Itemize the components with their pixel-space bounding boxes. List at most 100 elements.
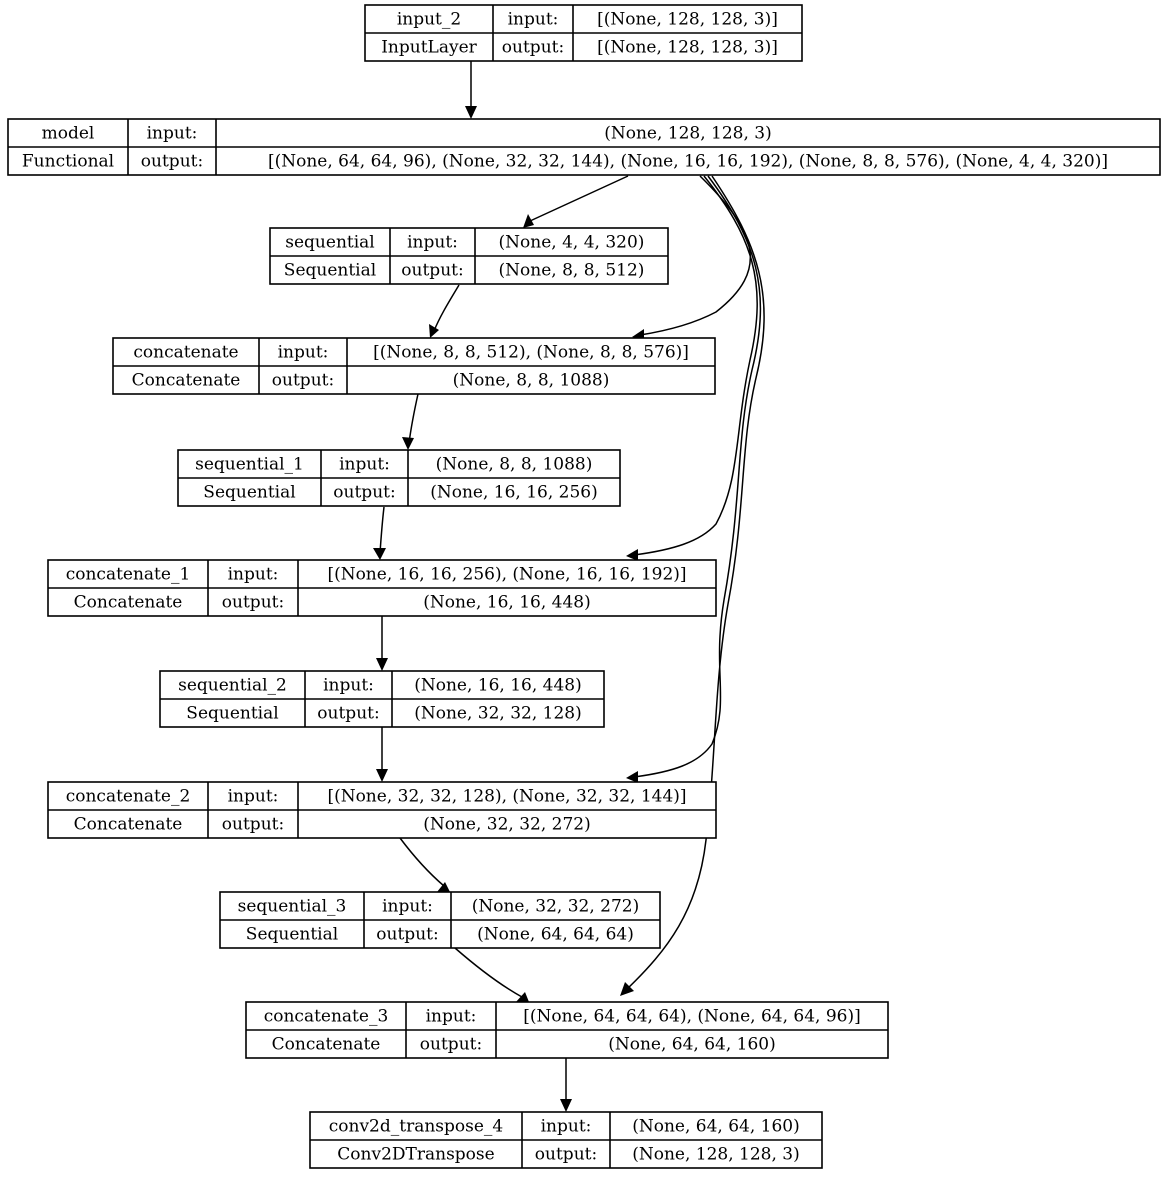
node-layer-name: concatenate xyxy=(133,343,238,363)
arrowhead-icon xyxy=(429,324,439,338)
node-input-shape: (None, 16, 16, 448) xyxy=(414,676,582,696)
node-output-shape: (None, 32, 32, 128) xyxy=(414,704,582,724)
graph-edge xyxy=(429,284,460,338)
node-layer-type: Concatenate xyxy=(74,815,183,835)
node-output-shape: (None, 32, 32, 272) xyxy=(423,815,591,835)
node-output-shape: [(None, 128, 128, 3)] xyxy=(597,38,778,58)
node-layer-name: sequential_2 xyxy=(178,676,287,696)
node-output-shape: (None, 64, 64, 64) xyxy=(477,925,634,945)
arrowhead-icon xyxy=(402,437,414,450)
node-input-label: input: xyxy=(407,233,458,253)
node-output-label: output: xyxy=(222,593,284,613)
node-input-label: input: xyxy=(541,1117,592,1137)
node-input-shape: (None, 64, 64, 160) xyxy=(632,1117,800,1137)
node-input-label: input: xyxy=(278,343,329,363)
arrowhead-icon xyxy=(523,214,534,228)
graph-edge xyxy=(465,61,477,119)
node-layer-type: Sequential xyxy=(246,925,338,945)
node-layer-name: sequential_1 xyxy=(195,455,304,475)
arrowhead-icon xyxy=(620,982,634,996)
node-output-shape: (None, 16, 16, 256) xyxy=(430,483,598,503)
graph-edge xyxy=(399,837,450,892)
node-layer-type: Sequential xyxy=(203,483,295,503)
node-layer-type: Concatenate xyxy=(272,1035,381,1055)
arrowhead-icon xyxy=(376,658,388,671)
node-layer-name: concatenate_1 xyxy=(66,565,191,585)
layer-node[interactable]: conv2d_transpose_4Conv2DTransposeinput:o… xyxy=(309,1111,823,1169)
graph-edge xyxy=(373,506,386,560)
node-layer-type: Concatenate xyxy=(74,593,183,613)
node-output-label: output: xyxy=(272,371,334,391)
node-layer-name: input_2 xyxy=(397,10,461,30)
node-input-label: input: xyxy=(228,787,279,807)
graph-edge xyxy=(523,175,629,228)
node-input-label: input: xyxy=(508,10,559,30)
node-output-label: output: xyxy=(333,483,395,503)
node-output-label: output: xyxy=(222,815,284,835)
node-output-shape: (None, 8, 8, 512) xyxy=(499,261,645,281)
graph-edge xyxy=(376,727,388,782)
arrowhead-icon xyxy=(376,769,388,782)
node-output-shape: (None, 128, 128, 3) xyxy=(632,1145,800,1165)
node-input-shape: (None, 8, 8, 1088) xyxy=(436,455,593,475)
node-input-shape: (None, 4, 4, 320) xyxy=(499,233,645,253)
node-layer-name: sequential xyxy=(285,233,374,253)
node-layer-name: model xyxy=(42,124,95,144)
node-input-shape: [(None, 32, 32, 128), (None, 32, 32, 144… xyxy=(327,787,686,807)
node-input-shape: [(None, 8, 8, 512), (None, 8, 8, 576)] xyxy=(373,343,689,363)
arrowhead-icon xyxy=(373,548,386,560)
node-input-shape: [(None, 16, 16, 256), (None, 16, 16, 192… xyxy=(327,565,686,585)
node-layer-name: concatenate_3 xyxy=(264,1007,389,1027)
arrowhead-icon xyxy=(626,771,638,783)
node-output-label: output: xyxy=(141,152,203,172)
node-layer-name: concatenate_2 xyxy=(66,787,191,807)
node-output-shape: (None, 16, 16, 448) xyxy=(423,593,591,613)
graph-edge xyxy=(376,616,388,671)
node-layer-type: Concatenate xyxy=(132,371,241,391)
graph-edge xyxy=(454,947,529,1003)
graph-edge xyxy=(620,175,765,996)
arrowhead-icon xyxy=(437,882,450,892)
node-layer-type: Sequential xyxy=(186,704,278,724)
node-input-label: input: xyxy=(323,676,374,696)
node-output-shape: (None, 8, 8, 1088) xyxy=(453,371,610,391)
node-layer-name: conv2d_transpose_4 xyxy=(329,1117,504,1137)
node-output-label: output: xyxy=(401,261,463,281)
node-input-label: input: xyxy=(228,565,279,585)
edges-layer xyxy=(373,61,765,1112)
arrowhead-icon xyxy=(560,1099,572,1112)
graph-edge xyxy=(626,175,762,783)
node-output-shape: [(None, 64, 64, 96), (None, 32, 32, 144)… xyxy=(268,152,1108,172)
node-output-label: output: xyxy=(376,925,438,945)
node-input-shape: (None, 32, 32, 272) xyxy=(472,897,640,917)
arrowhead-icon xyxy=(626,549,638,561)
node-input-shape: (None, 128, 128, 3) xyxy=(604,124,772,144)
node-layer-name: sequential_3 xyxy=(238,897,347,917)
graph-edge xyxy=(626,175,758,561)
node-input-label: input: xyxy=(426,1007,477,1027)
node-input-label: input: xyxy=(147,124,198,144)
arrowhead-icon xyxy=(515,992,529,1003)
node-output-label: output: xyxy=(420,1035,482,1055)
node-input-label: input: xyxy=(339,455,390,475)
graph-edge xyxy=(560,1058,572,1112)
node-layer-type: Conv2DTranspose xyxy=(337,1145,494,1165)
graph-edge xyxy=(402,393,419,450)
layer-node[interactable]: sequential_3Sequentialinput:output:(None… xyxy=(219,891,661,949)
node-output-label: output: xyxy=(317,704,379,724)
node-input-shape: [(None, 64, 64, 64), (None, 64, 64, 96)] xyxy=(523,1007,860,1027)
node-layer-type: Sequential xyxy=(284,261,376,281)
node-input-shape: [(None, 128, 128, 3)] xyxy=(597,10,778,30)
